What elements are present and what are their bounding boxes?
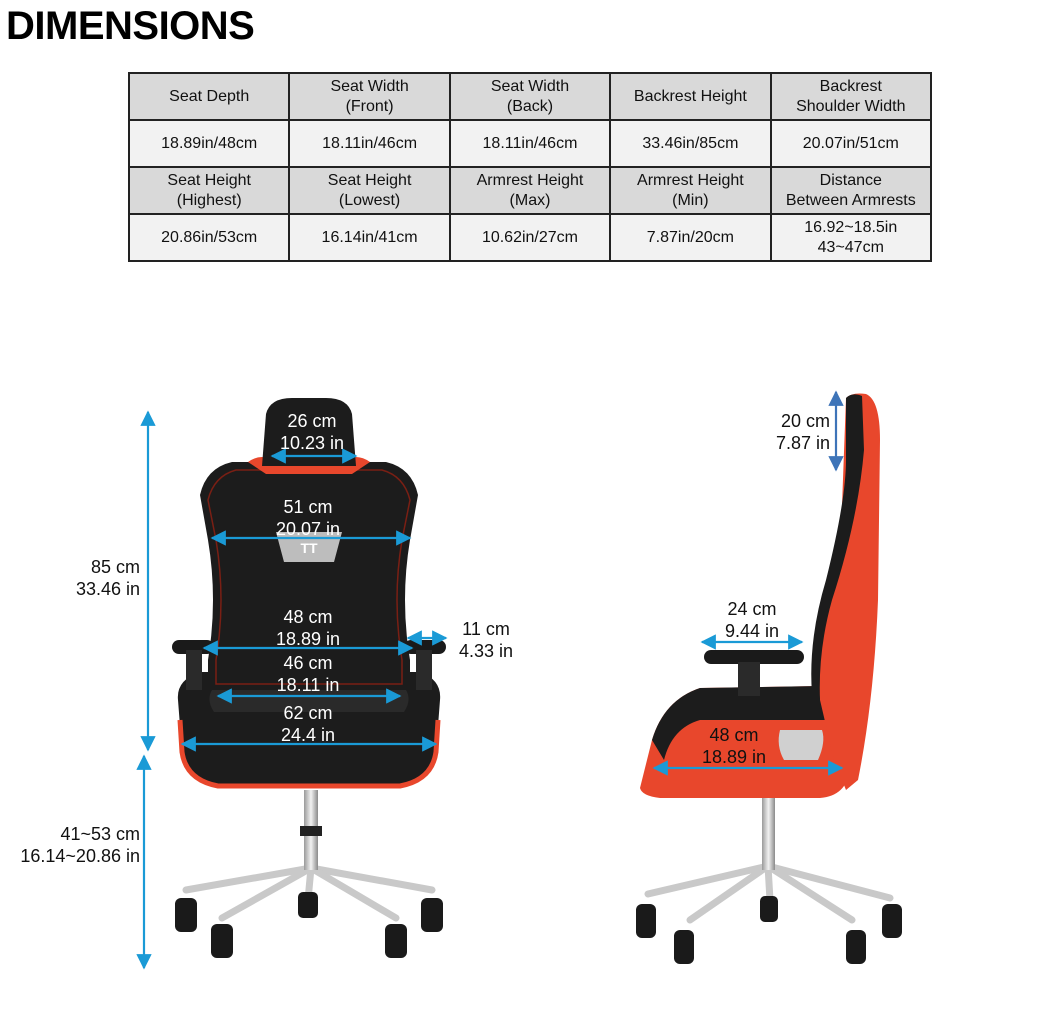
table-cell: Seat Depth [127, 72, 291, 121]
side-dimension-lines [652, 390, 844, 776]
table-cell: 18.89in/48cm [127, 119, 291, 168]
table-cell: 16.14in/41cm [288, 213, 451, 262]
table-row: 20.86in/53cm 16.14in/41cm 10.62in/27cm 7… [127, 213, 933, 262]
backrest-height-label: 85 cm 33.46 in [75, 557, 140, 599]
side-chair-base [644, 862, 894, 924]
table-cell: Backrest Shoulder Width [769, 72, 933, 121]
headrest-width-label: 26 cm 10.23 in [279, 411, 345, 453]
seat-width-label: 46 cm 18.11 in [276, 653, 340, 695]
front-chair: TT [172, 398, 446, 958]
front-chair-backrest [200, 462, 418, 690]
table-cell: 18.11in/46cm [448, 119, 612, 168]
seat-height-label: 41~53 cm 16.14~20.86 in [20, 824, 140, 866]
table-row: 18.89in/48cm 18.11in/46cm 18.11in/46cm 3… [127, 119, 933, 168]
side-seat-depth-label: 48 cm 18.89 in [701, 725, 767, 767]
front-dimension-lines [136, 410, 448, 970]
seat-depth-label: 48 cm 18.89 in [275, 607, 341, 649]
headrest-height-label: 20 cm 7.87 in [775, 411, 830, 453]
table-cell: 7.87in/20cm [609, 213, 772, 262]
side-chair-armrest [704, 650, 804, 696]
overall-width-label: 62 cm 24.4 in [280, 703, 336, 745]
table-cell: Seat Height (Lowest) [288, 166, 451, 215]
table-cell: Distance Between Armrests [769, 166, 933, 215]
table-cell: Seat Width (Back) [448, 72, 612, 121]
front-chair-casters [175, 892, 443, 958]
table-cell: 33.46in/85cm [609, 119, 772, 168]
table-cell: 10.62in/27cm [448, 213, 612, 262]
page-title: DIMENSIONS [6, 4, 255, 48]
table-cell: Armrest Height (Min) [609, 166, 772, 215]
table-cell: Backrest Height [609, 72, 772, 121]
table-cell: 16.92~18.5in 43~47cm [769, 213, 933, 262]
table-cell: 20.86in/53cm [127, 213, 291, 262]
table-cell: 20.07in/51cm [769, 119, 933, 168]
svg-text:TT: TT [300, 540, 318, 556]
table-cell: Seat Height (Highest) [127, 166, 291, 215]
table-cell: 18.11in/46cm [288, 119, 451, 168]
side-chair-backrest [818, 393, 880, 790]
armrest-width-label: 11 cm 4.33 in [458, 619, 514, 661]
shoulder-width-label: 51 cm 20.07 in [275, 497, 341, 539]
side-chair-casters [636, 896, 902, 964]
front-chair-base [182, 864, 436, 922]
dimensions-table: Seat Depth Seat Width (Front) Seat Width… [127, 72, 933, 262]
armrest-length-label: 24 cm 9.44 in [724, 599, 780, 641]
table-cell: Seat Width (Front) [288, 72, 451, 121]
table-row: Seat Depth Seat Width (Front) Seat Width… [127, 72, 933, 121]
table-row: Seat Height (Highest) Seat Height (Lowes… [127, 166, 933, 215]
side-chair [636, 393, 902, 964]
table-cell: Armrest Height (Max) [448, 166, 612, 215]
